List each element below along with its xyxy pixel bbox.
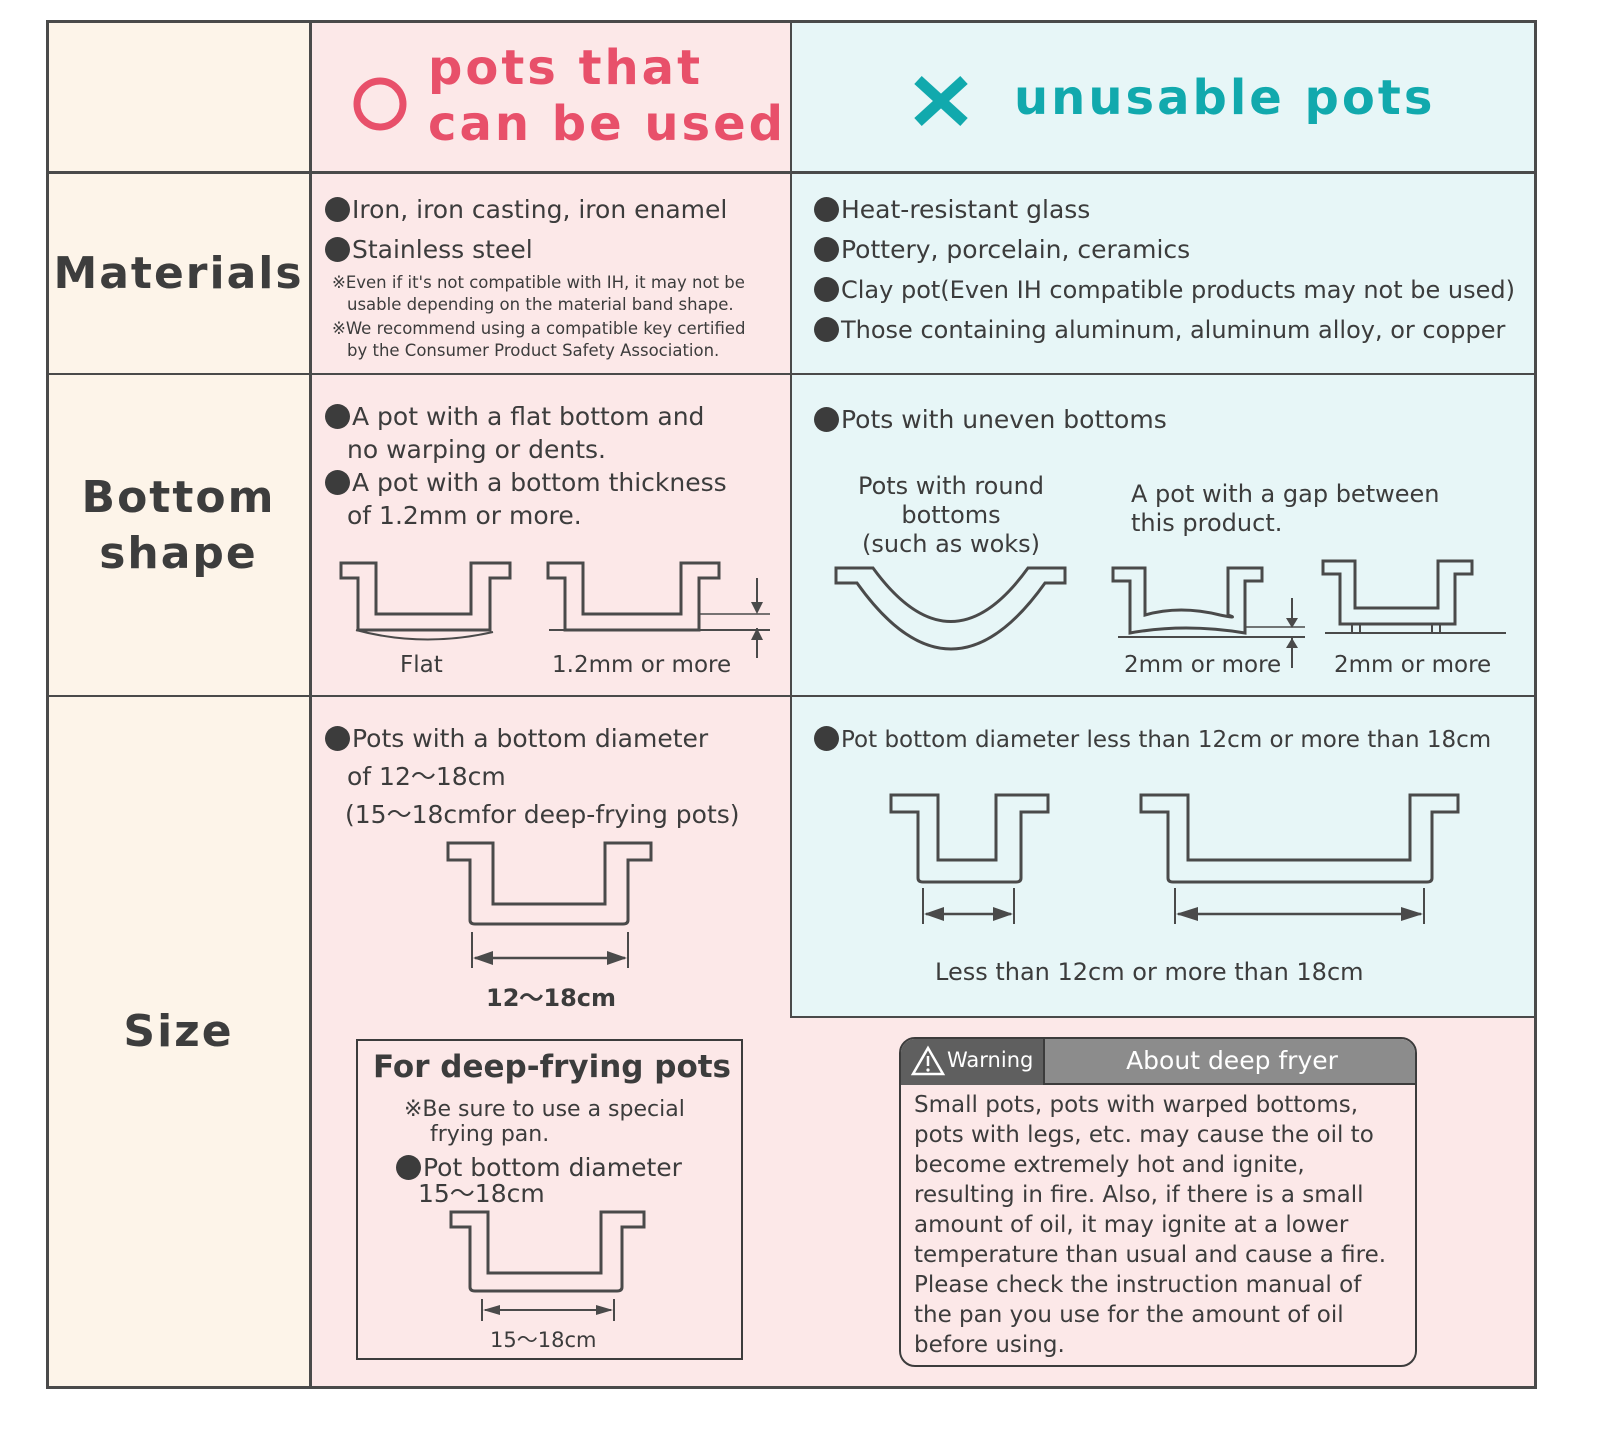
row-divider-2 [46, 373, 1537, 375]
ok-material-item: Iron, iron casting, iron enamel [325, 190, 727, 230]
pot-diagram-icon [339, 561, 512, 641]
ok-header-title: pots that can be used [428, 40, 786, 152]
bullet-dot-icon [325, 197, 350, 222]
bullet-dot-icon [814, 407, 839, 432]
ng-gap-caption: A pot with a gap between this product. [1131, 480, 1440, 537]
ok-material-note: ※We recommend using a compatible key cer… [332, 319, 746, 338]
ng-caption-gap: 2mm or more [1124, 652, 1282, 678]
row-header-bottom-shape: Bottom shape [48, 470, 309, 582]
bullet-dot-icon [396, 1155, 421, 1180]
bullet-dot-icon [814, 237, 839, 262]
column-divider-2 [790, 20, 792, 1018]
bullet-dot-icon [814, 277, 839, 302]
deep-frying-box: For deep-frying pots ※Be sure to use a s… [356, 1039, 743, 1360]
ok-material-note: usable depending on the material band sh… [347, 295, 734, 314]
warning-body: Small pots, pots with warped bottoms, po… [914, 1092, 1387, 1358]
warning-triangle-icon [910, 1045, 946, 1076]
ok-bottom-item: A pot with a bottom thickness of 1.2mm o… [325, 466, 727, 532]
ng-size-bottom-border [790, 1016, 1537, 1018]
ok-caption-flat: Flat [400, 652, 443, 678]
ok-header-line1: pots that [428, 40, 704, 96]
pot-diagram-icon [834, 566, 1067, 651]
ok-caption-thickness: 1.2mm or more [552, 652, 732, 678]
warning-title: About deep fryer [1126, 1046, 1338, 1075]
table-border-right [1534, 20, 1537, 1389]
dimension-arrow-icon [1286, 598, 1298, 668]
table-border-left [46, 20, 49, 1389]
row-divider-1 [46, 171, 1537, 174]
pot-diagram-icon [1139, 793, 1460, 924]
ng-material-item: Heat-resistant glass [814, 190, 1090, 230]
deep-frying-caption: 15〜18cm [490, 1328, 597, 1352]
deep-frying-item: Pot bottom diameter 15〜18cm [396, 1155, 682, 1207]
bullet-dot-icon [814, 726, 839, 751]
ng-caption-legs: 2mm or more [1334, 652, 1492, 678]
column-divider-1 [309, 20, 312, 1389]
warning-box: Warning About deep fryer Small pots, pot… [899, 1037, 1417, 1367]
ok-material-note: by the Consumer Product Safety Associati… [347, 341, 720, 360]
left-column-bg [48, 22, 311, 1388]
ok-size-caption: 12〜18cm [486, 984, 617, 1012]
ng-bottom-item: Pots with uneven bottoms [814, 400, 1167, 440]
bullet-dot-icon [325, 726, 350, 751]
table-border-bottom [46, 1386, 1537, 1389]
ng-material-item: Pottery, porcelain, ceramics [814, 230, 1190, 270]
ng-header-title: unusable pots [1014, 70, 1436, 126]
circle-mark-icon [353, 77, 407, 131]
ok-bottom-item: A pot with a flat bottom and no warping … [325, 400, 704, 466]
pot-diagram-icon [1321, 559, 1506, 634]
row-header-bottom-line1: Bottom [81, 472, 276, 523]
bullet-dot-icon [814, 317, 839, 342]
bullet-dot-icon [814, 197, 839, 222]
bullet-dot-icon [325, 470, 350, 495]
pot-diagram-icon [546, 561, 770, 632]
pot-diagram-icon [449, 1210, 646, 1321]
bullet-dot-icon [325, 237, 350, 262]
row-header-size: Size [123, 1006, 234, 1057]
dimension-arrow-icon [751, 578, 763, 658]
ok-material-item: Stainless steel [325, 230, 533, 270]
pot-diagram-icon [889, 793, 1050, 924]
warning-tag-label: Warning [947, 1048, 1034, 1072]
ok-header-line2: can be used [428, 96, 787, 152]
deep-frying-title: For deep-frying pots [373, 1049, 732, 1085]
row-header-materials: Materials [53, 248, 304, 299]
deep-frying-note: ※Be sure to use a special frying pan. [404, 1097, 685, 1147]
ng-size-caption: Less than 12cm or more than 18cm [935, 958, 1364, 986]
ng-size-item: Pot bottom diameter less than 12cm or mo… [814, 720, 1491, 760]
cross-mark-icon [914, 75, 968, 127]
row-header-bottom-line2: shape [99, 528, 258, 579]
bullet-dot-icon [325, 404, 350, 429]
ok-size-item: Pots with a bottom diameter of 12〜18cm (… [325, 720, 740, 834]
ng-material-item: Those containing aluminum, aluminum allo… [814, 310, 1505, 350]
ok-material-note: ※Even if it's not compatible with IH, it… [332, 273, 745, 292]
row-divider-3 [46, 695, 1537, 697]
pot-diagram-icon [1111, 566, 1305, 638]
ng-material-item: Clay pot(Even IH compatible products may… [814, 270, 1515, 310]
warning-tag: Warning [901, 1039, 1045, 1085]
pot-diagram-icon [446, 841, 653, 968]
ng-round-bottom-caption: Pots with round bottoms (such as woks) [857, 472, 1045, 558]
